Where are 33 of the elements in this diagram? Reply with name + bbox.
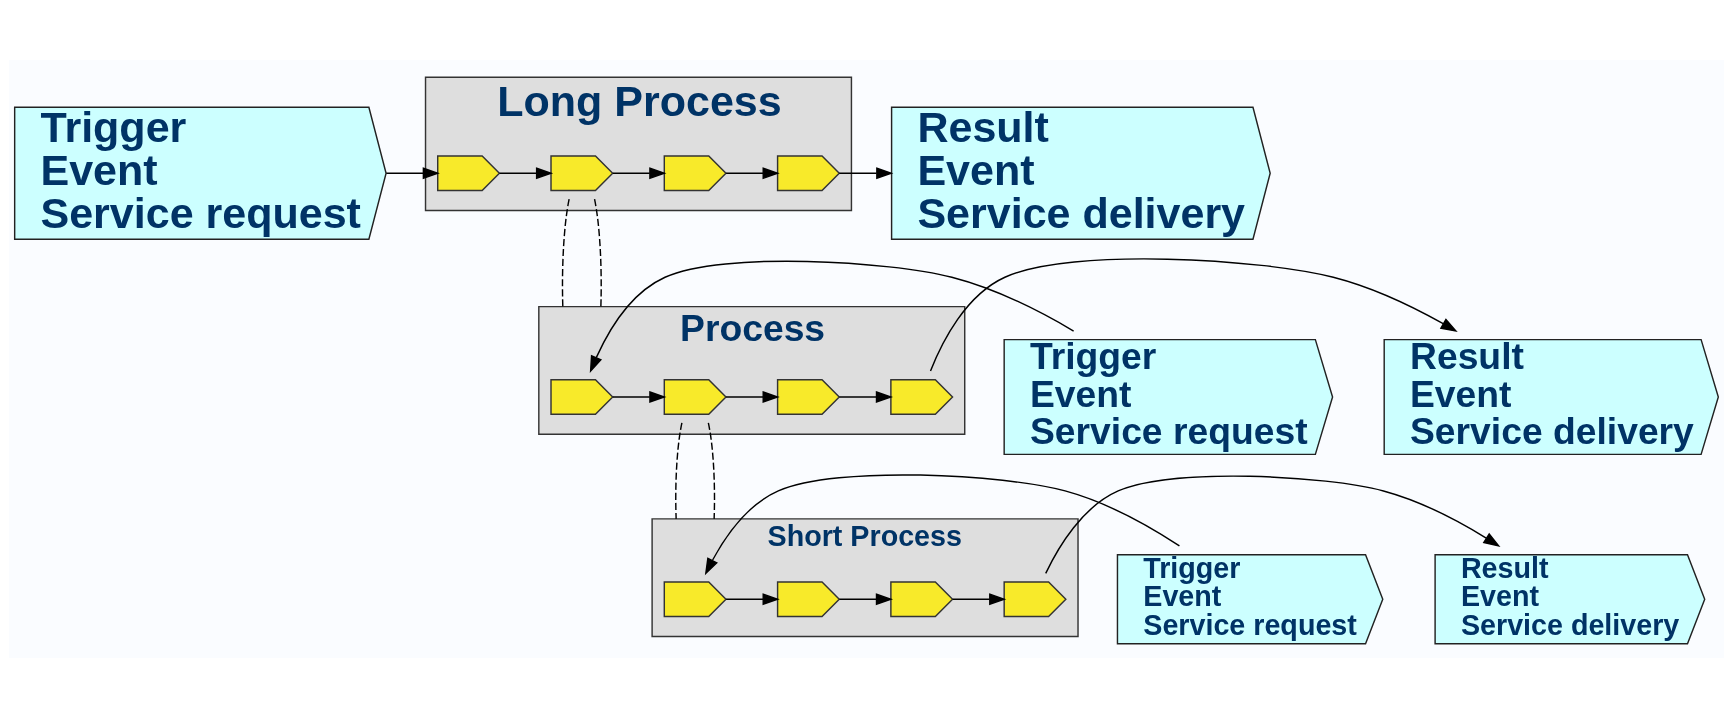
arrow: [385, 166, 440, 179]
arrow: [498, 166, 554, 179]
arrow: [612, 166, 667, 179]
arrow: [612, 390, 667, 403]
node-pentagon: [890, 580, 954, 617]
arrow: [838, 166, 894, 179]
arrow: [704, 473, 1181, 575]
node-pentagon: [550, 154, 614, 191]
node-pentagon: [663, 378, 727, 415]
connector: [593, 198, 602, 307]
connector: [707, 421, 716, 520]
node-pentagon: [437, 154, 501, 191]
arrow: [589, 260, 1075, 373]
node-pentagon: [776, 378, 841, 415]
arrow: [951, 592, 1007, 605]
arrow: [1045, 475, 1501, 574]
connector: [561, 198, 570, 307]
arrow: [929, 257, 1458, 372]
node-pentagon: [663, 154, 727, 191]
node-pentagon: [890, 378, 954, 415]
cluster: Process: [538, 305, 966, 435]
node-pentagon: [776, 154, 841, 191]
arrow: [838, 390, 893, 403]
arrow: [838, 592, 893, 605]
arrow: [725, 390, 780, 403]
arrow: [725, 166, 780, 179]
node-pentagon: [776, 580, 841, 617]
node-pentagon: [1003, 580, 1067, 617]
connector: [675, 421, 683, 520]
cluster: Short Process: [651, 517, 1079, 637]
node-pentagon: [550, 378, 614, 415]
node-pentagon: [663, 580, 727, 617]
arrow: [725, 592, 780, 605]
